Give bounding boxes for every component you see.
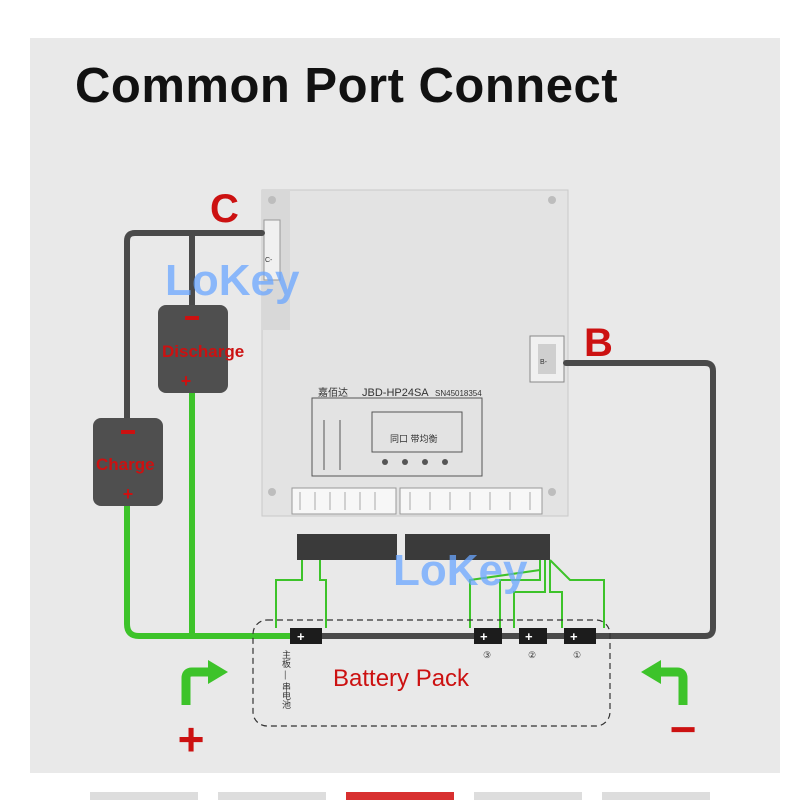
charge-label: Charge <box>96 455 155 474</box>
board-serial: SN45018354 <box>435 389 482 398</box>
thumbnail-2[interactable] <box>218 792 326 800</box>
cell-number-3: ③ <box>483 650 491 660</box>
battery-pack-label: Battery Pack <box>333 665 470 692</box>
arrow-minus-icon <box>641 660 688 705</box>
board-brand: 嘉佰达 <box>318 386 348 399</box>
charge-minus-sign <box>121 430 135 434</box>
label-b: B <box>584 321 613 365</box>
negative-terminal-sign: − <box>670 703 697 755</box>
svg-text:+: + <box>525 629 533 644</box>
board-bminus: B- <box>540 359 548 366</box>
image-thumbnail-strip[interactable] <box>90 792 710 800</box>
balance-connector-left <box>297 534 397 560</box>
positive-terminal-sign: + <box>178 713 205 765</box>
board-silk: 同口 带均衡 <box>390 433 438 444</box>
charger <box>93 418 163 506</box>
thumbnail-3[interactable] <box>346 792 454 800</box>
charge-plus-sign: + <box>123 484 134 504</box>
page-title: Common Port Connect <box>75 59 619 113</box>
cell-3: + <box>519 628 547 644</box>
discharge-plus-sign: + <box>181 371 192 391</box>
cell-2: + <box>474 628 502 644</box>
balance-leads <box>275 559 605 628</box>
arrow-plus-icon <box>181 660 228 705</box>
board-model: JBD-HP24SA <box>362 387 429 399</box>
svg-text:+: + <box>570 629 578 644</box>
cell-number-2: ② <box>528 650 536 660</box>
negative-wires <box>124 230 716 639</box>
thumbnail-5[interactable] <box>602 792 710 800</box>
battery-pack-outline <box>252 619 611 727</box>
thumbnail-4[interactable] <box>474 792 582 800</box>
board-cminus: C- <box>265 257 273 264</box>
thumbnail-1[interactable] <box>90 792 198 800</box>
balance-connector-right <box>405 534 550 560</box>
watermark-lower: LoKey <box>393 546 528 595</box>
cell-4: + <box>564 628 596 644</box>
discharge-label: Discharge <box>162 342 244 361</box>
positive-wires <box>124 387 293 639</box>
cell-side-note: 主板 — 串电池 <box>281 649 291 709</box>
watermark-upper: LoKey <box>165 256 300 305</box>
label-c: C <box>210 187 239 231</box>
discharge-minus-sign <box>185 316 199 320</box>
discharge-load <box>158 305 228 393</box>
svg-text:+: + <box>480 629 488 644</box>
svg-text:+: + <box>297 629 305 644</box>
cell-number-1: ① <box>573 650 581 660</box>
bms-board <box>261 189 569 517</box>
cell-1: + <box>290 628 322 644</box>
